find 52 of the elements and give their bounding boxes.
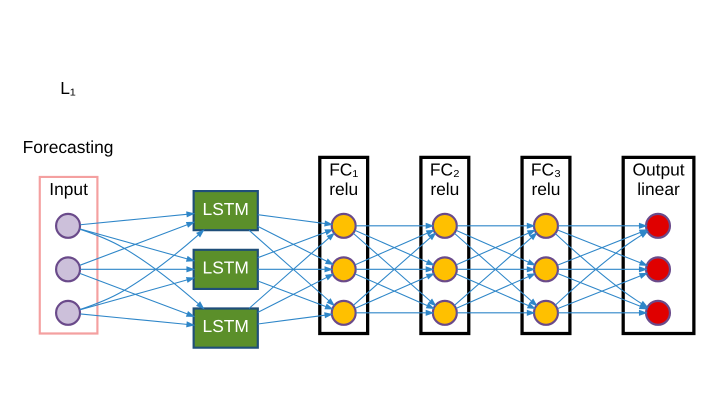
arrow <box>80 222 196 266</box>
node-circle <box>55 256 82 282</box>
node-circle <box>644 212 672 239</box>
cluster: Output linear <box>622 156 696 336</box>
arrow <box>80 313 196 328</box>
arrow <box>558 266 648 272</box>
cluster: FC₂ relu <box>419 156 470 336</box>
label: Forecasting <box>22 136 114 157</box>
node-box: LSTM <box>192 190 259 232</box>
node-circle <box>432 300 458 326</box>
arrow <box>80 211 196 226</box>
node-circle <box>532 300 560 326</box>
arrow <box>356 310 434 316</box>
arrow <box>356 222 434 229</box>
node-circle <box>532 212 560 239</box>
arrow <box>356 266 434 272</box>
arrow <box>258 214 334 227</box>
arrow <box>258 280 334 310</box>
arrow <box>80 266 196 272</box>
arrow <box>354 273 435 309</box>
node-circle <box>330 212 357 239</box>
arrow <box>258 274 334 313</box>
arrow <box>456 273 536 309</box>
node-circle <box>644 300 672 326</box>
arrow <box>258 226 334 266</box>
cluster: FC₁ relu <box>318 156 370 336</box>
node-circle <box>432 212 458 239</box>
node-circle <box>432 256 458 282</box>
arrow <box>456 222 536 229</box>
arrow <box>258 229 334 258</box>
node-box: LSTM <box>192 307 259 349</box>
arrow <box>456 230 536 266</box>
cluster: FC₃ relu <box>520 156 572 336</box>
arrow <box>558 222 648 229</box>
node-circle <box>330 300 357 326</box>
arrow <box>558 310 648 316</box>
node-circle <box>644 256 672 282</box>
arrow <box>80 277 196 310</box>
node-circle <box>55 212 82 239</box>
label: L₁ <box>60 78 76 98</box>
arrow <box>258 266 334 272</box>
arrow <box>456 310 536 316</box>
cluster: Input <box>38 176 98 335</box>
arrow <box>354 230 435 266</box>
arrow <box>456 266 536 272</box>
node-circle <box>330 256 357 282</box>
node-circle <box>532 256 560 282</box>
arrow <box>80 272 196 317</box>
arrow <box>258 312 334 325</box>
node-box: LSTM <box>192 248 259 290</box>
node-circle <box>55 300 82 326</box>
arrow <box>80 228 196 262</box>
